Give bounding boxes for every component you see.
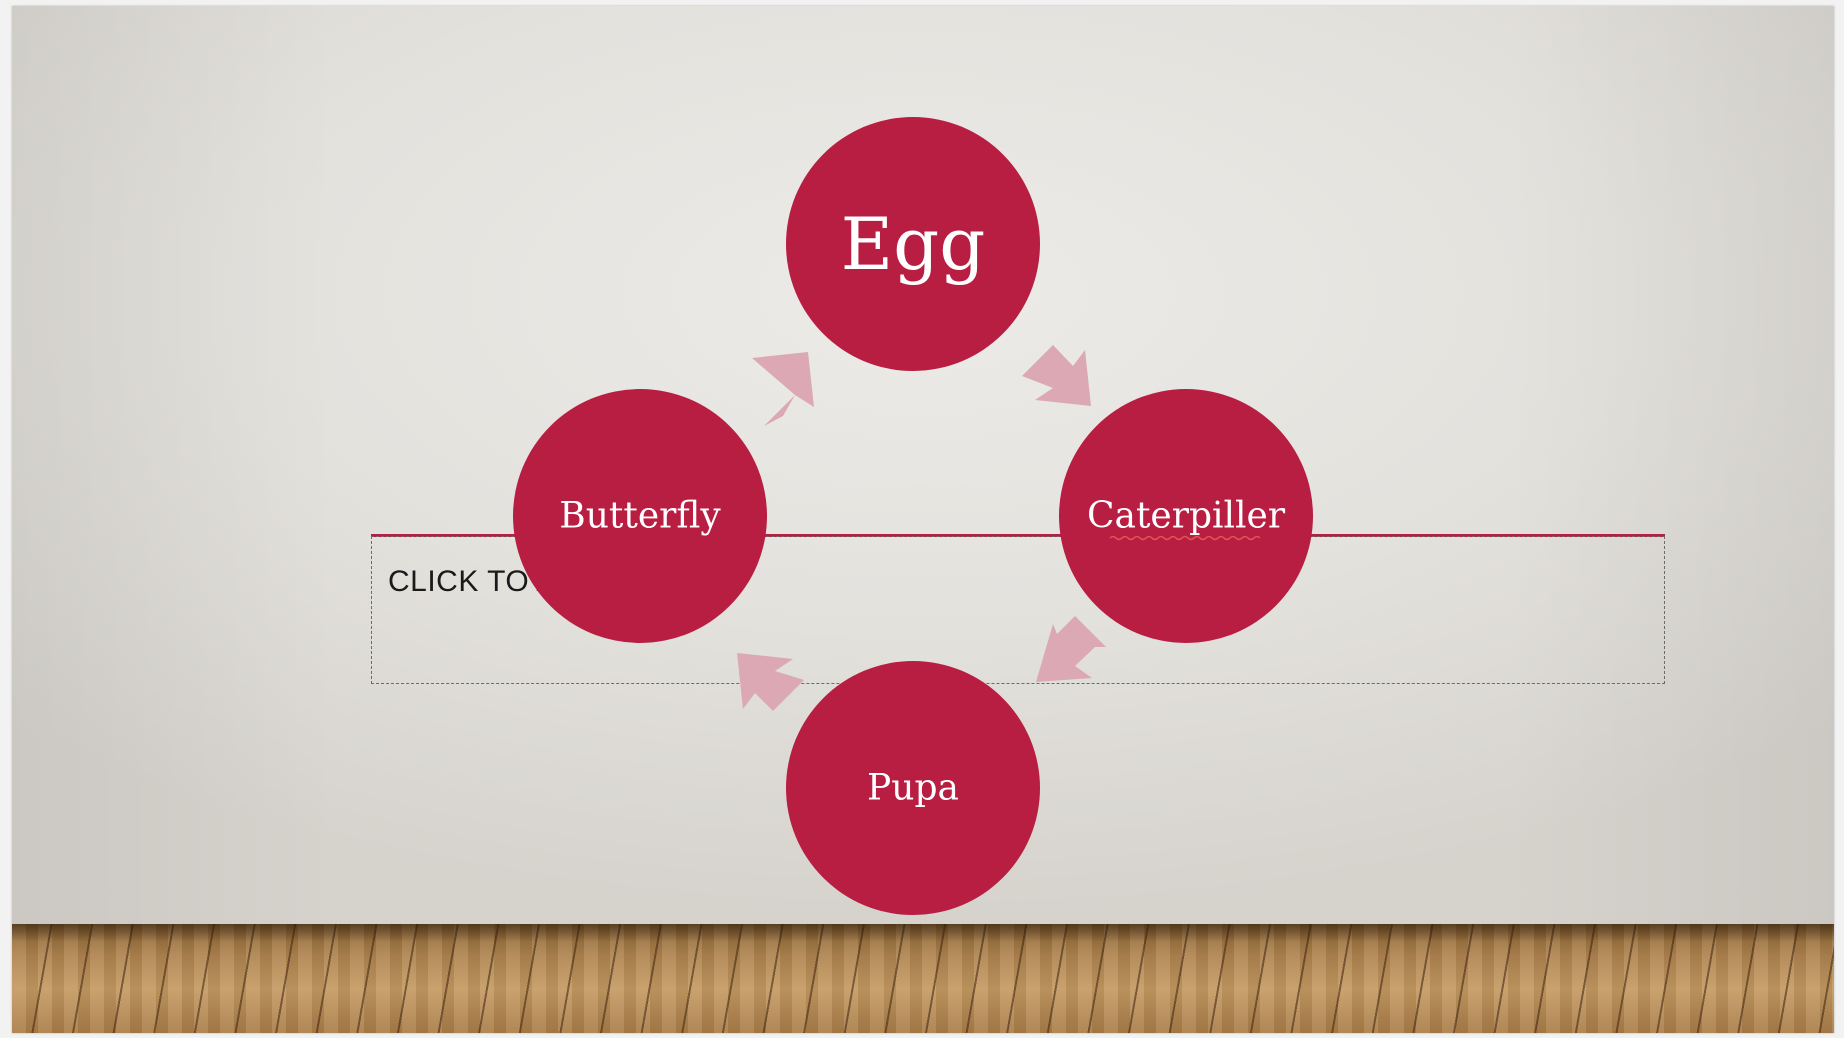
spellcheck-underline xyxy=(1109,535,1261,541)
node-pupa-label: Pupa xyxy=(867,768,959,809)
slide-canvas[interactable]: CLICK TO ADD TEXT Egg Caterpiller Pupa B… xyxy=(12,6,1834,1033)
node-butterfly-label: Butterfly xyxy=(559,496,721,537)
floor-shadow xyxy=(12,924,1834,942)
node-egg[interactable] xyxy=(786,117,1040,371)
node-butterfly[interactable] xyxy=(513,389,767,643)
node-caterpiller-label: Caterpiller xyxy=(1087,496,1286,537)
placeholder-accent-line xyxy=(371,534,1665,537)
arrow-caterpiller-to-pupa xyxy=(1036,616,1106,682)
node-pupa[interactable] xyxy=(786,661,1040,915)
wood-floor-background xyxy=(12,924,1834,1033)
life-cycle-diagram[interactable]: Egg Caterpiller Pupa Butterfly xyxy=(12,6,1834,1033)
arrow-pupa-to-butterfly xyxy=(737,653,804,711)
node-caterpiller[interactable] xyxy=(1059,389,1313,643)
node-egg-label: Egg xyxy=(841,202,986,286)
arrow-egg-to-caterpiller xyxy=(1022,345,1091,406)
arrow-butterfly-to-egg xyxy=(752,352,814,426)
